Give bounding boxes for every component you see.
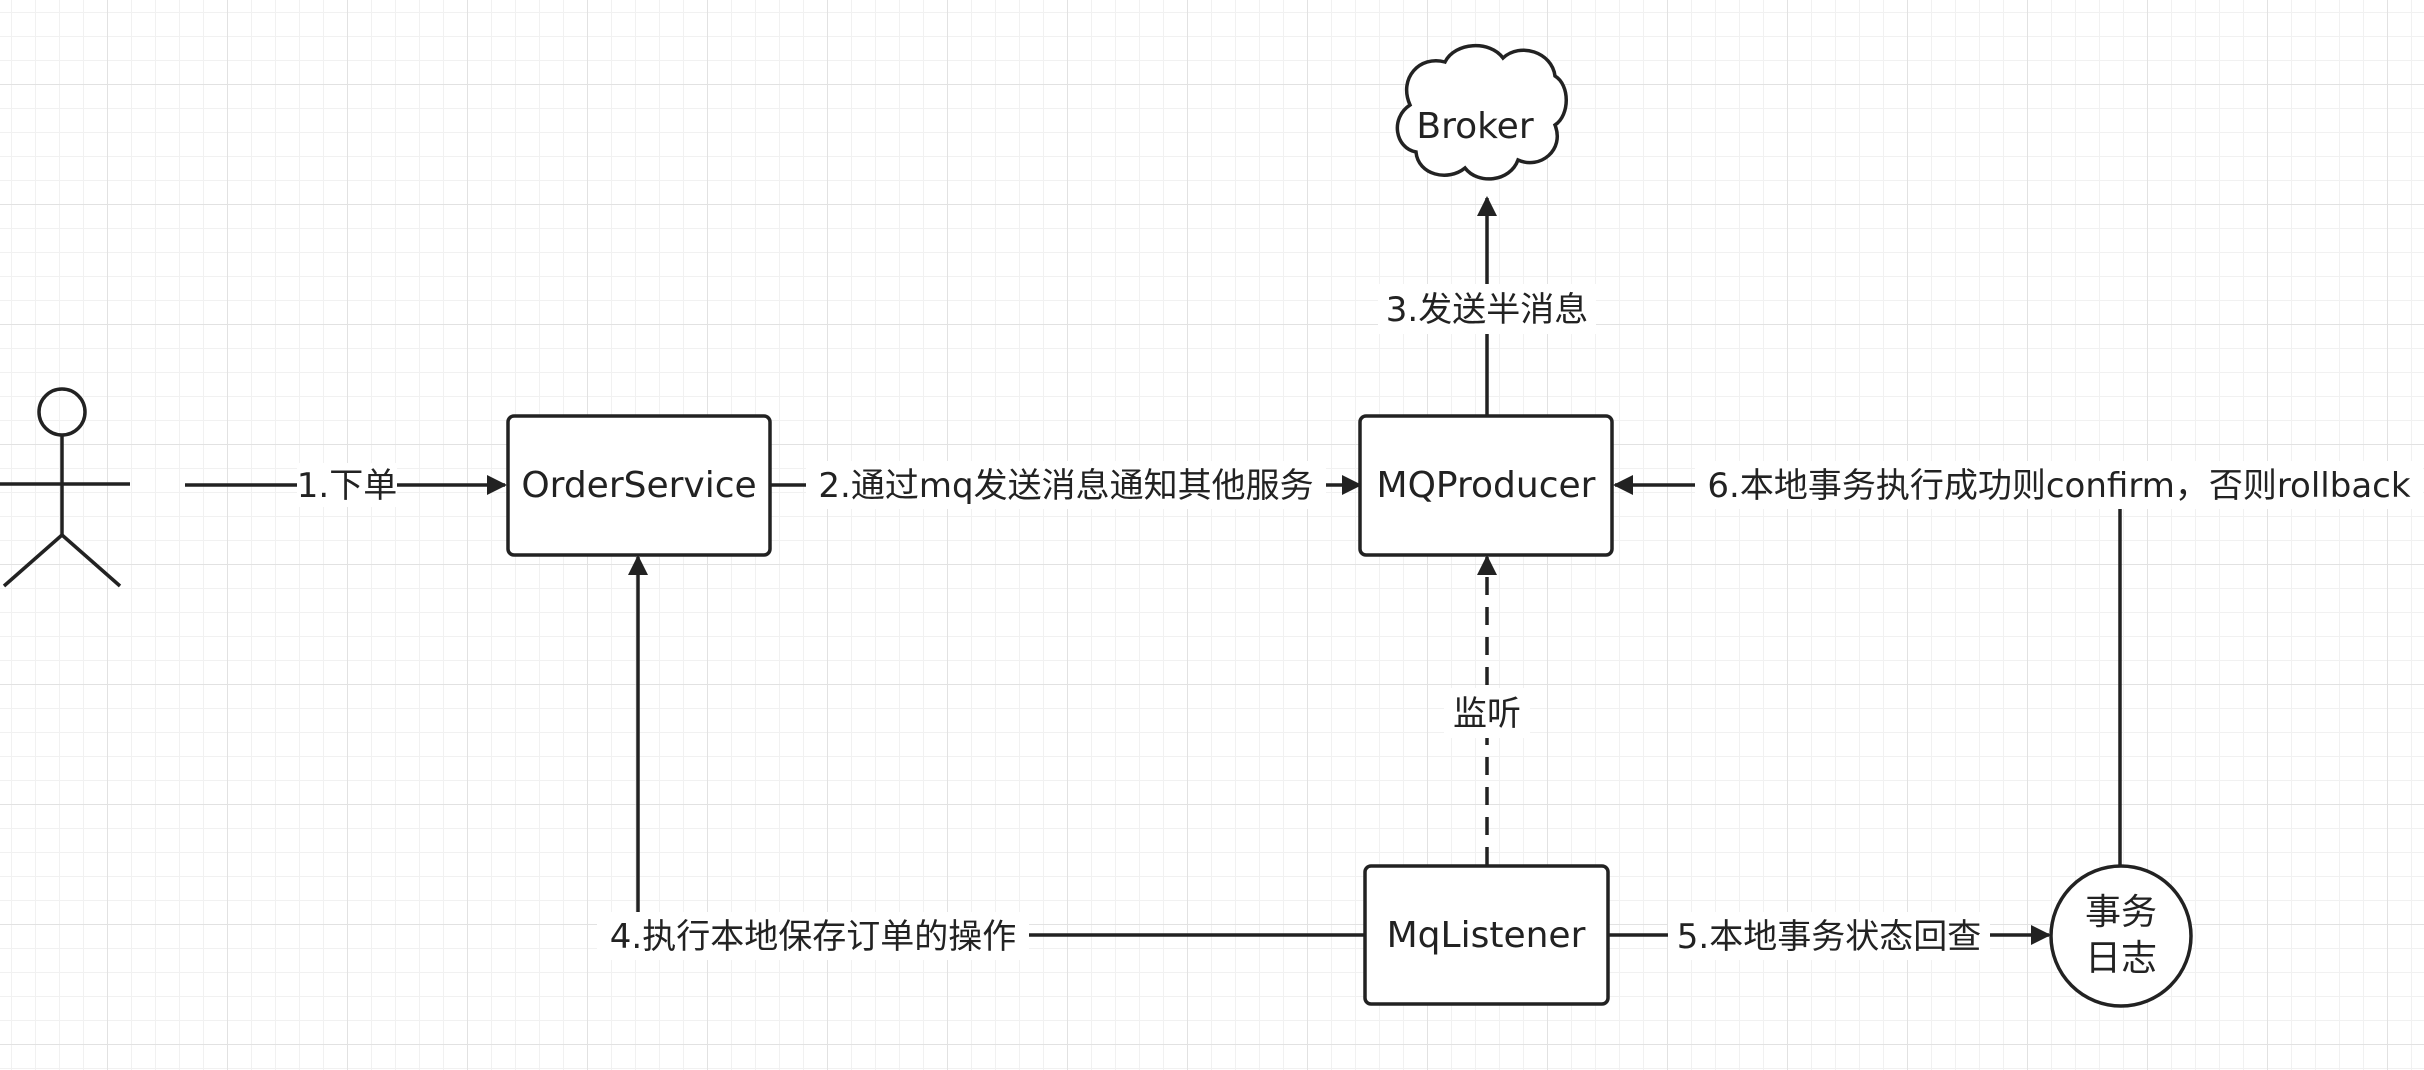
edge-place-order: 1.下单 <box>185 463 507 507</box>
tx-log-label-line2: 日志 <box>2085 938 2157 979</box>
edge-label-notify-services: 2.通过mq发送消息通知其他服务 <box>818 466 1313 506</box>
edge-label-listen: 监听 <box>1453 694 1521 734</box>
mq-listener-node: MqListener <box>1363 864 1610 1006</box>
edge-label-check-tx-status: 5.本地事务状态回查 <box>1677 917 1981 957</box>
edge-send-half-message: 3.发送半消息 <box>1378 196 1596 415</box>
edge-label-place-order: 1.下单 <box>297 466 397 506</box>
edge-check-tx-status: 5.本地事务状态回查 <box>1608 912 2051 960</box>
broker-cloud: Broker <box>1395 43 1568 181</box>
order-service-label: OrderService <box>521 465 756 506</box>
tx-log-node: 事务 日志 <box>2049 864 2193 1008</box>
edge-notify-services: 2.通过mq发送消息通知其他服务 <box>770 461 1362 509</box>
broker-label: Broker <box>1416 106 1533 147</box>
order-service-node: OrderService <box>506 414 772 557</box>
user-actor-icon <box>0 387 130 588</box>
edge-confirm-or-rollback: 6.本地事务执行成功则confirm，否则rollback <box>1613 461 2423 866</box>
mq-producer-label: MQProducer <box>1377 465 1596 506</box>
edge-execute-local-save: 4.执行本地保存订单的操作 <box>597 555 1365 960</box>
edge-label-execute-local-save: 4.执行本地保存订单的操作 <box>610 917 1016 957</box>
tx-log-label-line1: 事务 <box>2085 892 2157 933</box>
edge-listen: 监听 <box>1444 555 1530 865</box>
mq-producer-node: MQProducer <box>1358 414 1614 557</box>
edge-label-confirm-or-rollback: 6.本地事务执行成功则confirm，否则rollback <box>1707 466 2410 506</box>
edge-label-send-half-message: 3.发送半消息 <box>1386 290 1588 330</box>
mq-listener-label: MqListener <box>1387 915 1586 956</box>
